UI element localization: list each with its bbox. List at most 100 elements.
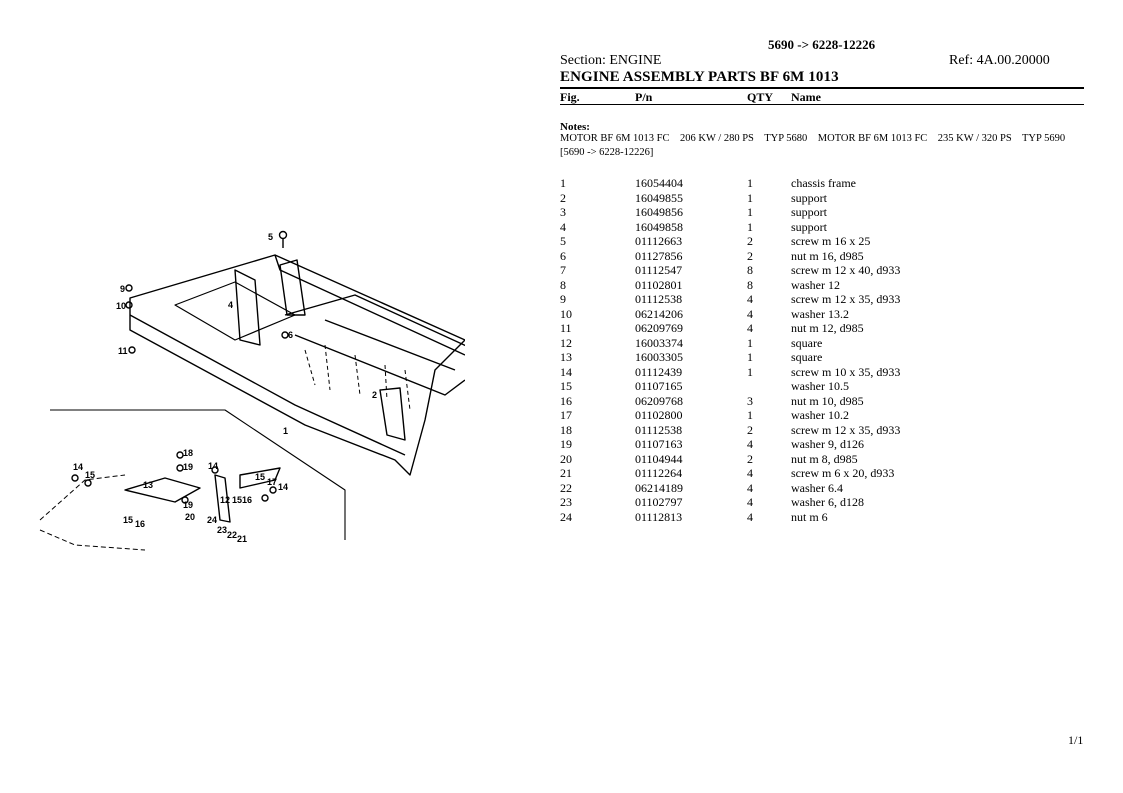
part-number: 01127856 <box>635 248 683 263</box>
svg-text:15: 15 <box>85 470 95 480</box>
part-qty: 1 <box>747 190 753 205</box>
svg-text:4: 4 <box>228 300 233 310</box>
part-number: 01104944 <box>635 451 683 466</box>
svg-text:19: 19 <box>183 500 193 510</box>
part-fig: 12 <box>560 335 572 350</box>
part-name: nut m 16, d985 <box>791 248 864 263</box>
part-number: 01102800 <box>635 408 683 422</box>
part-name: chassis frame <box>791 176 856 190</box>
part-qty: 1 <box>747 176 753 190</box>
part-number: 06209769 <box>635 321 683 335</box>
part-qty: 2 <box>747 248 753 263</box>
reference-number: Ref: 4A.00.20000 <box>949 53 1050 68</box>
svg-text:14: 14 <box>208 461 218 471</box>
part-name: screw m 16 x 25 <box>791 234 871 248</box>
column-fig: Fig. <box>560 90 580 104</box>
part-qty: 1 <box>747 335 753 350</box>
part-fig: 2 <box>560 190 566 205</box>
table-row: 8 01102801 8 washer 12 <box>560 278 1084 293</box>
part-qty: 4 <box>747 480 753 495</box>
part-name: screw m 12 x 35, d933 <box>791 422 901 437</box>
svg-text:15: 15 <box>255 472 265 482</box>
part-name: washer 10.5 <box>791 379 849 393</box>
parts-table-header: Fig. P/n QTY Name <box>560 90 1084 104</box>
page-number: 1/1 <box>1068 733 1084 747</box>
part-qty: 3 <box>747 393 753 408</box>
part-fig: 21 <box>560 466 572 480</box>
table-row: 14 01112439 1 screw m 10 x 35, d933 <box>560 365 1084 380</box>
part-name: nut m 12, d985 <box>791 321 864 335</box>
part-name: washer 10.2 <box>791 408 849 422</box>
part-number: 01112264 <box>635 466 683 480</box>
part-number: 01112439 <box>635 364 683 379</box>
part-fig: 9 <box>560 292 566 306</box>
svg-text:16: 16 <box>242 495 252 505</box>
part-name: washer 6, d128 <box>791 495 864 509</box>
part-fig: 7 <box>560 263 566 277</box>
svg-text:5: 5 <box>268 232 273 242</box>
part-name: support <box>791 219 827 234</box>
header-rule <box>560 104 1084 105</box>
part-name: washer 6.4 <box>791 480 843 495</box>
part-fig: 22 <box>560 480 572 495</box>
part-name: support <box>791 205 827 219</box>
part-fig: 24 <box>560 509 572 524</box>
part-fig: 3 <box>560 205 566 219</box>
part-qty: 1 <box>747 219 753 234</box>
part-name: washer 12 <box>791 277 840 292</box>
part-name: nut m 6 <box>791 509 828 524</box>
part-number: 01102801 <box>635 277 683 292</box>
part-qty: 1 <box>747 350 753 364</box>
part-name: washer 9, d126 <box>791 437 864 451</box>
part-name: nut m 8, d985 <box>791 451 858 466</box>
part-fig: 14 <box>560 364 572 379</box>
part-qty: 4 <box>747 321 753 335</box>
part-number: 01112663 <box>635 234 683 248</box>
part-number: 01112813 <box>635 509 683 524</box>
part-name: square <box>791 350 823 364</box>
part-qty: 4 <box>747 495 753 509</box>
svg-text:11: 11 <box>118 346 128 356</box>
part-name: nut m 10, d985 <box>791 393 864 408</box>
svg-text:10: 10 <box>116 301 126 311</box>
title-rule <box>560 87 1084 89</box>
svg-text:15: 15 <box>123 515 133 525</box>
part-number: 06209768 <box>635 393 683 408</box>
part-name: screw m 10 x 35, d933 <box>791 364 901 379</box>
part-qty: 1 <box>747 205 753 219</box>
part-qty: 2 <box>747 451 753 466</box>
part-qty: 4 <box>747 306 753 321</box>
svg-text:24: 24 <box>207 515 217 525</box>
part-fig: 1 <box>560 176 566 190</box>
part-fig: 4 <box>560 219 566 234</box>
svg-text:22: 22 <box>227 530 237 540</box>
part-qty: 2 <box>747 422 753 437</box>
svg-text:21: 21 <box>237 534 247 544</box>
part-name: screw m 6 x 20, d933 <box>791 466 895 480</box>
part-qty: 8 <box>747 277 753 292</box>
part-fig: 16 <box>560 393 572 408</box>
part-name: washer 13.2 <box>791 306 849 321</box>
column-pn: P/n <box>635 90 653 104</box>
part-qty: 2 <box>747 234 753 248</box>
part-fig: 8 <box>560 277 566 292</box>
svg-text:2: 2 <box>372 390 377 400</box>
part-qty: 1 <box>747 364 753 379</box>
svg-text:19: 19 <box>183 462 193 472</box>
svg-text:12: 12 <box>220 495 230 505</box>
svg-text:15: 15 <box>232 495 242 505</box>
part-number: 16054404 <box>635 176 683 190</box>
part-name: support <box>791 190 827 205</box>
